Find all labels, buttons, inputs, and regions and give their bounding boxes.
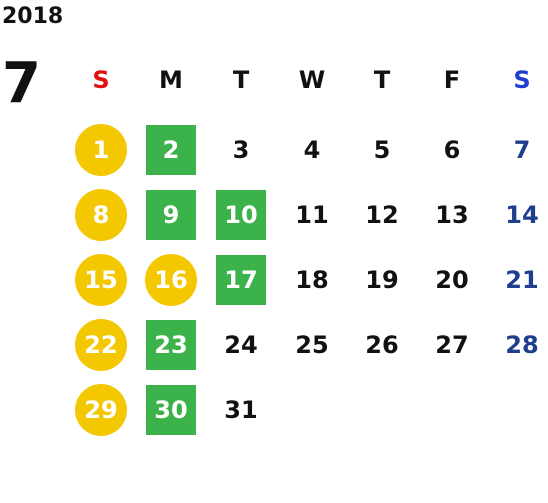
day-number: 1: [92, 136, 110, 164]
day-number: 28: [505, 331, 539, 359]
day-cell-5[interactable]: 5: [352, 120, 412, 180]
day-number: 23: [154, 331, 188, 359]
day-number: 12: [365, 201, 399, 229]
day-cell-27[interactable]: 27: [422, 315, 482, 375]
day-cell-11[interactable]: 11: [282, 185, 342, 245]
day-cell-23[interactable]: 23: [141, 315, 201, 375]
day-cell-1[interactable]: 1: [71, 120, 131, 180]
day-cell-2[interactable]: 2: [141, 120, 201, 180]
day-cell-14[interactable]: 14: [492, 185, 548, 245]
weekday-header-thu: T: [373, 66, 391, 94]
weekday-header-fri: F: [443, 66, 461, 94]
day-cell-10[interactable]: 10: [211, 185, 271, 245]
day-cell-22[interactable]: 22: [71, 315, 131, 375]
day-number: 29: [84, 396, 118, 424]
day-number: 15: [84, 266, 118, 294]
day-cell-3[interactable]: 3: [211, 120, 271, 180]
day-number: 14: [505, 201, 539, 229]
weekday-header-wed: W: [298, 66, 326, 94]
day-number: 27: [435, 331, 469, 359]
weekday-header-sun: S: [92, 66, 110, 94]
day-cell-30[interactable]: 30: [141, 380, 201, 440]
day-cell-16[interactable]: 16: [141, 250, 201, 310]
day-number: 10: [224, 201, 258, 229]
day-number: 18: [295, 266, 329, 294]
day-cell-19[interactable]: 19: [352, 250, 412, 310]
day-number: 9: [162, 201, 180, 229]
day-number: 19: [365, 266, 399, 294]
day-number: 11: [295, 201, 329, 229]
day-cell-12[interactable]: 12: [352, 185, 412, 245]
day-number: 26: [365, 331, 399, 359]
day-cell-8[interactable]: 8: [71, 185, 131, 245]
day-number: 2: [162, 136, 180, 164]
day-cell-18[interactable]: 18: [282, 250, 342, 310]
day-number: 20: [435, 266, 469, 294]
calendar-year: 2018: [2, 4, 64, 29]
day-cell-6[interactable]: 6: [422, 120, 482, 180]
day-cell-20[interactable]: 20: [422, 250, 482, 310]
day-number: 25: [295, 331, 329, 359]
day-number: 13: [435, 201, 469, 229]
day-number: 22: [84, 331, 118, 359]
day-number: 30: [154, 396, 188, 424]
day-cell-26[interactable]: 26: [352, 315, 412, 375]
day-number: 3: [232, 136, 250, 164]
day-number: 21: [505, 266, 539, 294]
day-cell-9[interactable]: 9: [141, 185, 201, 245]
day-cell-17[interactable]: 17: [211, 250, 271, 310]
day-cell-25[interactable]: 25: [282, 315, 342, 375]
weekday-header-mon: M: [159, 66, 183, 94]
day-cell-29[interactable]: 29: [71, 380, 131, 440]
day-number: 17: [224, 266, 258, 294]
day-number: 24: [224, 331, 258, 359]
day-number: 16: [154, 266, 188, 294]
day-number: 4: [303, 136, 321, 164]
weekday-header-sat: S: [513, 66, 531, 94]
day-cell-31[interactable]: 31: [211, 380, 271, 440]
day-cell-28[interactable]: 28: [492, 315, 548, 375]
day-cell-21[interactable]: 21: [492, 250, 548, 310]
day-number: 6: [443, 136, 461, 164]
day-cell-13[interactable]: 13: [422, 185, 482, 245]
day-cell-24[interactable]: 24: [211, 315, 271, 375]
day-cell-7[interactable]: 7: [492, 120, 548, 180]
weekday-header-tue: T: [232, 66, 250, 94]
day-number: 7: [513, 136, 531, 164]
day-cell-4[interactable]: 4: [282, 120, 342, 180]
day-cell-15[interactable]: 15: [71, 250, 131, 310]
day-number: 8: [92, 201, 110, 229]
day-number: 5: [373, 136, 391, 164]
day-number: 31: [224, 396, 258, 424]
calendar-month: 7: [2, 51, 41, 116]
